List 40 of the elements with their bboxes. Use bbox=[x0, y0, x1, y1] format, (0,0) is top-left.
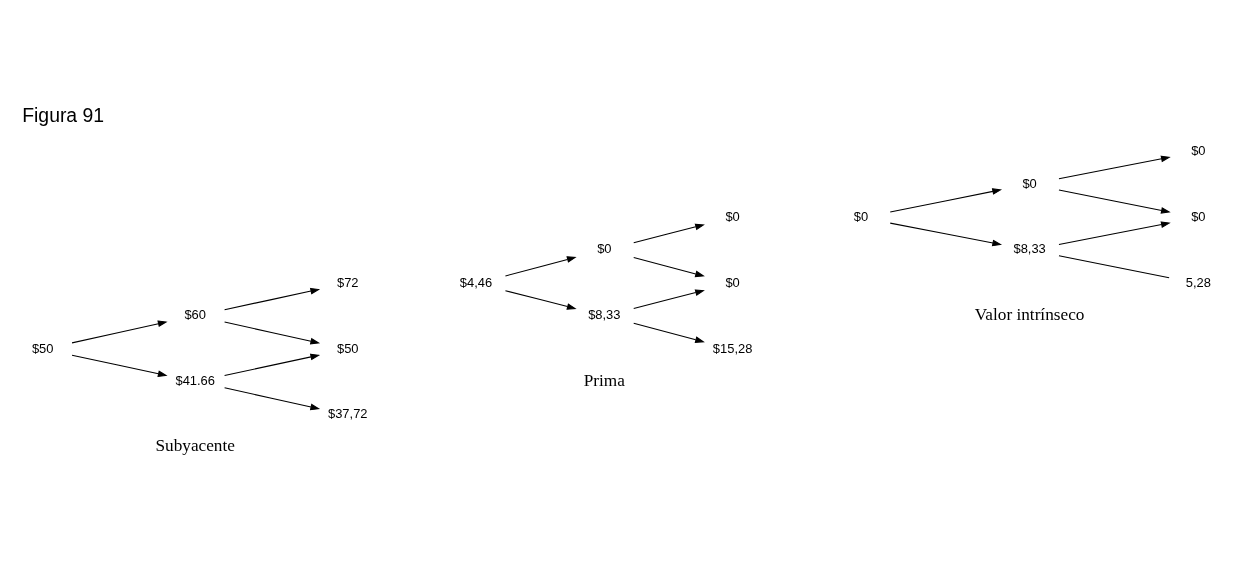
arrow bbox=[1058, 189, 1171, 214]
label: Prima bbox=[583, 370, 625, 390]
diagram-title: Figura 91 bbox=[22, 104, 105, 127]
node-text: $0 bbox=[1191, 209, 1206, 224]
node-text: $50 bbox=[31, 340, 54, 356]
arrow bbox=[224, 321, 321, 345]
arrow bbox=[889, 222, 1003, 247]
node-text: $50 bbox=[336, 340, 359, 356]
node-text: $15,28 bbox=[712, 340, 753, 356]
node-text: $0 bbox=[1022, 175, 1037, 191]
node-text: $0 bbox=[853, 209, 869, 224]
arrow bbox=[1058, 155, 1171, 180]
arrow bbox=[224, 387, 321, 411]
node-text: $8,33 bbox=[588, 307, 621, 323]
arrow bbox=[504, 290, 577, 310]
connector bbox=[1058, 255, 1170, 279]
arrow bbox=[889, 188, 1003, 213]
node-text: $0 bbox=[1191, 143, 1206, 159]
arrow bbox=[633, 289, 705, 310]
arrow bbox=[633, 256, 705, 278]
node-text: $8,33 bbox=[1013, 241, 1046, 257]
node-text: $0 bbox=[725, 274, 740, 290]
node-text: $72 bbox=[336, 274, 359, 290]
arrow bbox=[224, 353, 321, 376]
arrow bbox=[633, 322, 705, 343]
arrow bbox=[633, 223, 705, 244]
node-text: 5,28 bbox=[1185, 274, 1211, 290]
arrow bbox=[71, 320, 168, 344]
node-text: $4,46 bbox=[459, 274, 493, 290]
arrow bbox=[71, 354, 168, 378]
arrow bbox=[504, 256, 577, 277]
node-text: $41.66 bbox=[175, 372, 215, 388]
node-text: $60 bbox=[184, 307, 206, 323]
node-text: $0 bbox=[597, 241, 612, 257]
node-text: $0 bbox=[725, 209, 740, 224]
arrow bbox=[1058, 221, 1171, 246]
label: Valor intrínseco bbox=[974, 304, 1085, 324]
label: Subyacente bbox=[155, 436, 235, 456]
node-text: $37,72 bbox=[327, 406, 368, 422]
arrow bbox=[224, 287, 321, 311]
